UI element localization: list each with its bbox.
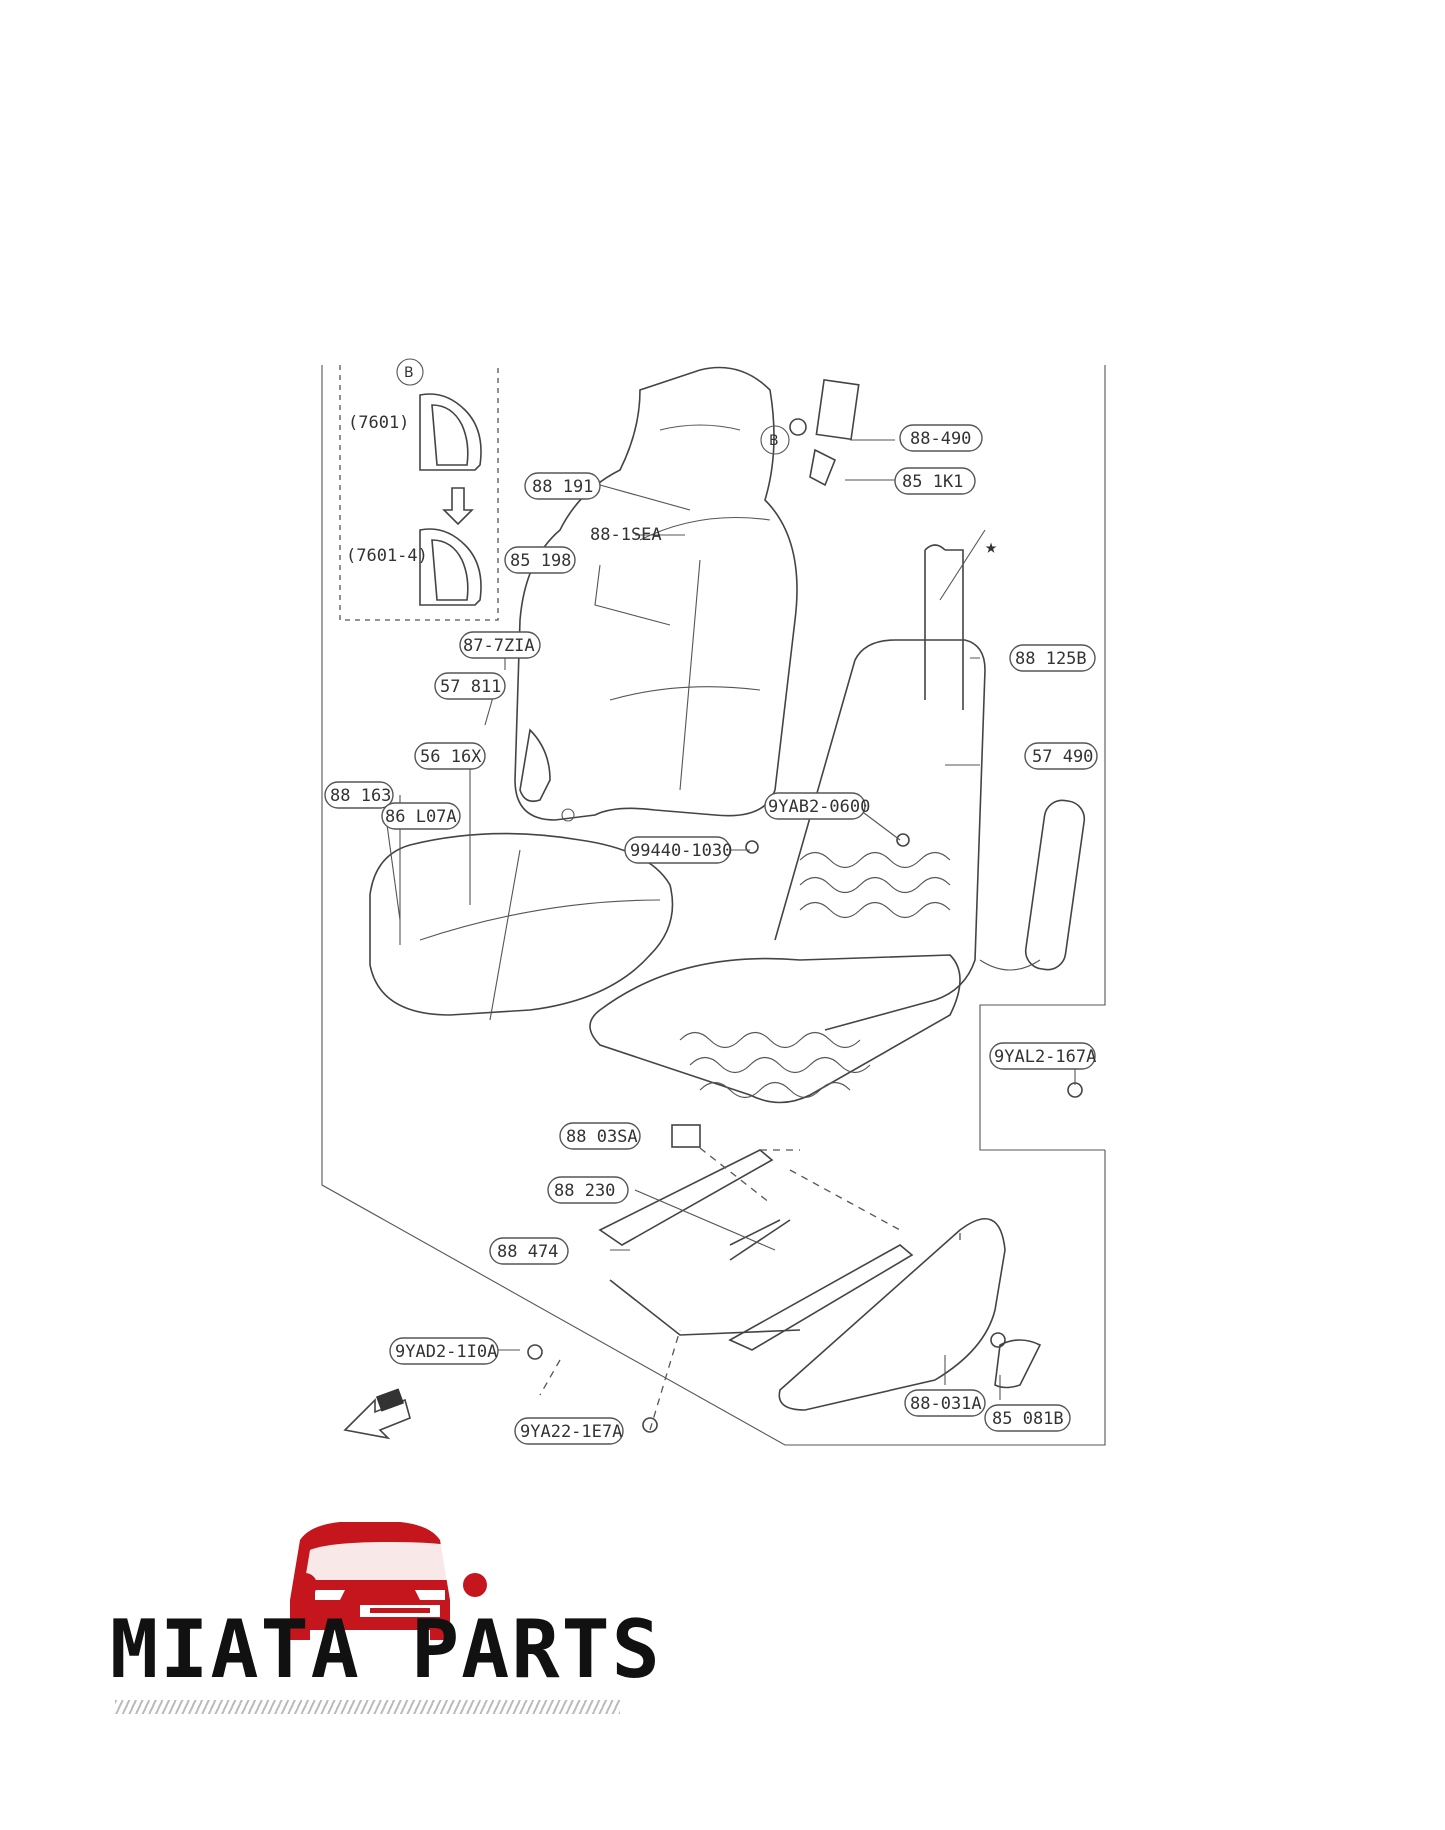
marker-b: B	[769, 433, 779, 449]
part-label-85-081b: 85 081B	[992, 1409, 1064, 1429]
part-label-88-474: 88 474	[497, 1242, 558, 1262]
label-pill	[524, 472, 601, 500]
part-label-85-1k1: 85 1K1	[902, 472, 963, 492]
part-label-9yad2-1i0a: 9YAD2-1I0A	[395, 1342, 497, 1362]
inset-pads: B	[396, 358, 482, 606]
part-label-88-191: 88 191	[532, 477, 593, 497]
front-arrow-icon	[343, 1388, 411, 1440]
part-label-9yab2-0600: 9YAB2-0600	[768, 797, 870, 817]
part-label-85-198: 85 198	[510, 551, 571, 571]
part-label-57-490: 57 490	[1032, 747, 1093, 767]
part-label-88-031a: 88-031A	[910, 1394, 982, 1414]
part-label-56-16x: 56 16X	[420, 747, 482, 767]
markers: B ★	[760, 425, 997, 558]
star-marker: ★	[985, 534, 997, 558]
side-trim-cover	[778, 1218, 1042, 1411]
part-label-99440-1030: 99440-1030	[630, 841, 732, 861]
part-label-9yal2-167a: 9YAL2-167A	[994, 1047, 1096, 1067]
inset-ref-7601: (7601)	[348, 413, 409, 433]
part-label-87-7zia: 87-7ZIA	[463, 636, 535, 656]
part-label-88-163: 88 163	[330, 786, 391, 806]
leader-lines	[384, 439, 1076, 1431]
part-label-88-490: 88-490	[910, 429, 971, 449]
seat-rails	[598, 1149, 914, 1351]
inset-marker: B	[404, 365, 414, 381]
part-label-9ya22-1e7a: 9YA22-1E7A	[520, 1422, 622, 1442]
small-fasteners	[519, 379, 1083, 1433]
part-label-88-125b: 88 125B	[1015, 649, 1087, 669]
part-label-57-811: 57 811	[440, 677, 501, 697]
part-label-88-1sea: 88-1SEA	[590, 525, 662, 545]
brand-car-logo	[290, 1522, 487, 1640]
side-airbag	[979, 799, 1086, 971]
brand-wordmark: MIATA PARTS	[110, 1603, 662, 1696]
seat-frame	[589, 544, 986, 1104]
part-label-86-l07a: 86 L07A	[385, 807, 457, 827]
seat-back-cushion	[514, 366, 798, 821]
inset-ref-7601-4: (7601-4)	[346, 546, 428, 566]
car-icon	[290, 1522, 487, 1640]
seat-bottom-cushion	[369, 832, 674, 1021]
diagram-frame	[321, 365, 1106, 1446]
part-labels: 88 191 88-1SEA 85 198 88-490 85 1K1 87-7…	[324, 413, 1098, 1445]
part-label-88-03sa: 88 03SA	[566, 1127, 638, 1147]
part-label-88-230: 88 230	[554, 1181, 615, 1201]
brand-underline	[115, 1700, 620, 1714]
